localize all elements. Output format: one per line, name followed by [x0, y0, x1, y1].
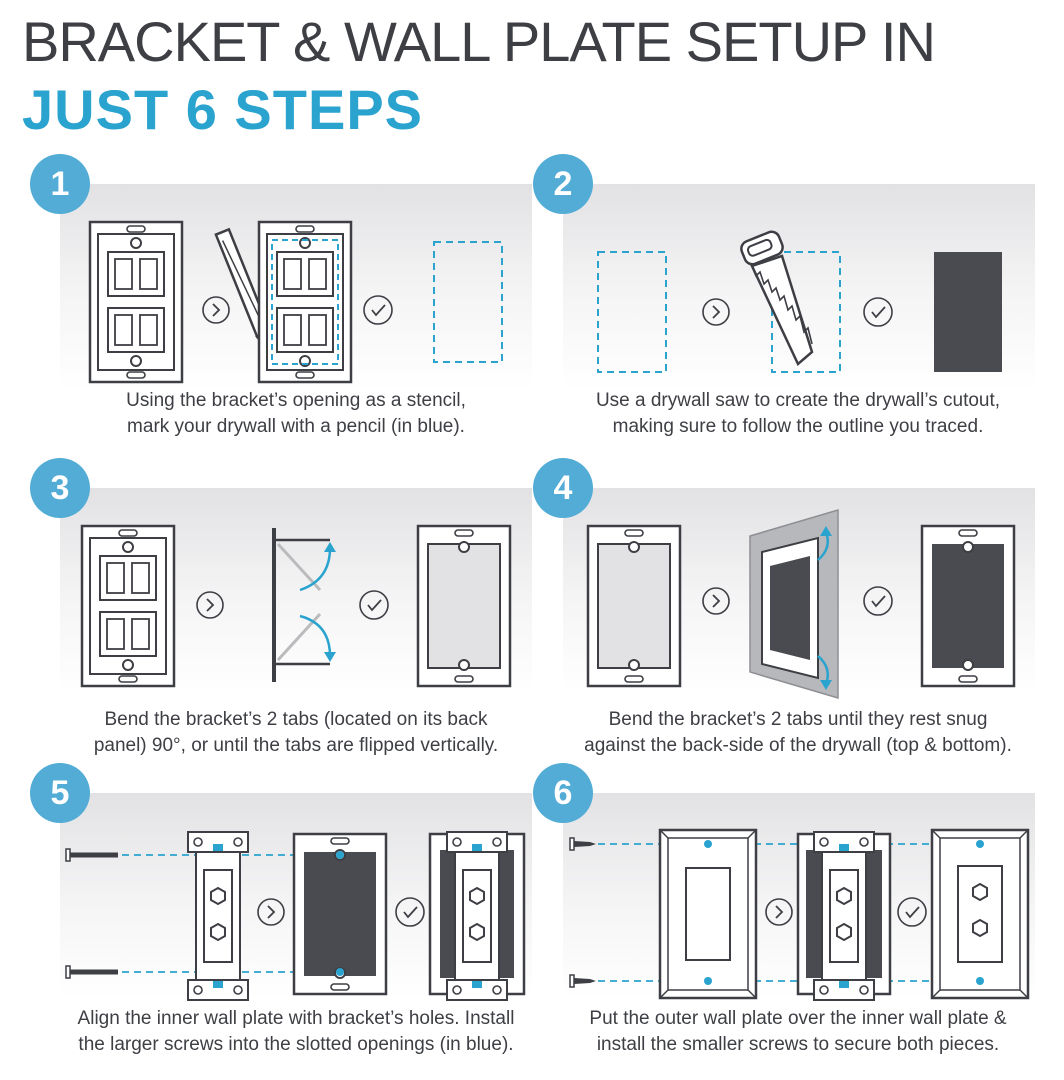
step-6-caption-line2: install the smaller screws to secure bot…	[596, 1034, 1000, 1055]
step-1-badge: 1	[30, 154, 90, 214]
step-6-caption-line1: Put the outer wall plate over the inner …	[589, 1008, 1007, 1029]
drywall-saw-icon	[740, 230, 814, 367]
outer-wall-plate	[658, 828, 758, 1000]
step-2-illustration	[597, 230, 1002, 373]
step-6-badge: 6	[533, 763, 593, 823]
step-4-caption-line1: Bend the bracket’s 2 tabs until they res…	[608, 709, 988, 730]
bent-bracket-side-view	[272, 528, 336, 682]
step-3-badge: 3	[30, 458, 90, 518]
step-3-illustration	[80, 524, 512, 688]
step-6-caption: Put the outer wall plate over the inner …	[548, 1006, 1048, 1058]
step-2-caption-line1: Use a drywall saw to create the drywall’…	[595, 390, 1001, 411]
step-6-illustration	[569, 828, 1030, 1001]
step-3-caption: Bend the bracket’s 2 tabs (located on it…	[46, 707, 546, 759]
page-title-line1: BRACKET & WALL PLATE SETUP IN	[22, 10, 936, 73]
screw-icon	[65, 848, 119, 862]
bracket-with-device	[796, 831, 892, 1001]
step-2-caption: Use a drywall saw to create the drywall’…	[548, 388, 1048, 440]
step-2-badge: 2	[533, 154, 593, 214]
step-5-badge: 5	[30, 763, 90, 823]
step-5-illustration	[65, 831, 526, 1001]
bracket-in-drywall	[749, 508, 839, 700]
step-1-illustration	[88, 220, 503, 384]
step-5-caption: Align the inner wall plate with bracket’…	[34, 1006, 558, 1058]
step-2-caption-line2: making sure to follow the outline you tr…	[612, 416, 984, 437]
step-3-caption-line1: Bend the bracket’s 2 tabs (located on it…	[104, 709, 488, 730]
step-4-caption-line2: against the back-side of the drywall (to…	[584, 735, 1012, 756]
page-title-line2: JUST 6 STEPS	[22, 78, 424, 141]
bend-arrow-icon	[299, 547, 332, 592]
step-5-caption-line2: the larger screws into the slotted openi…	[78, 1034, 514, 1055]
step-5-caption-line1: Align the inner wall plate with bracket’…	[77, 1008, 515, 1029]
step-1-caption: Using the bracket’s opening as a stencil…	[46, 388, 546, 440]
step-4-caption: Bend the bracket’s 2 tabs until they res…	[548, 707, 1048, 759]
assembled-bracket	[428, 831, 526, 1001]
step-1-caption-line2: mark your drywall with a pencil (in blue…	[127, 416, 465, 437]
step-1-caption-line1: Using the bracket’s opening as a stencil…	[126, 390, 466, 411]
step-4-badge: 4	[533, 458, 593, 518]
finished-wall-plate	[930, 828, 1030, 1000]
step-3-caption-line2: panel) 90°, or until the tabs are flippe…	[93, 735, 499, 756]
step-4-illustration	[586, 508, 1016, 700]
